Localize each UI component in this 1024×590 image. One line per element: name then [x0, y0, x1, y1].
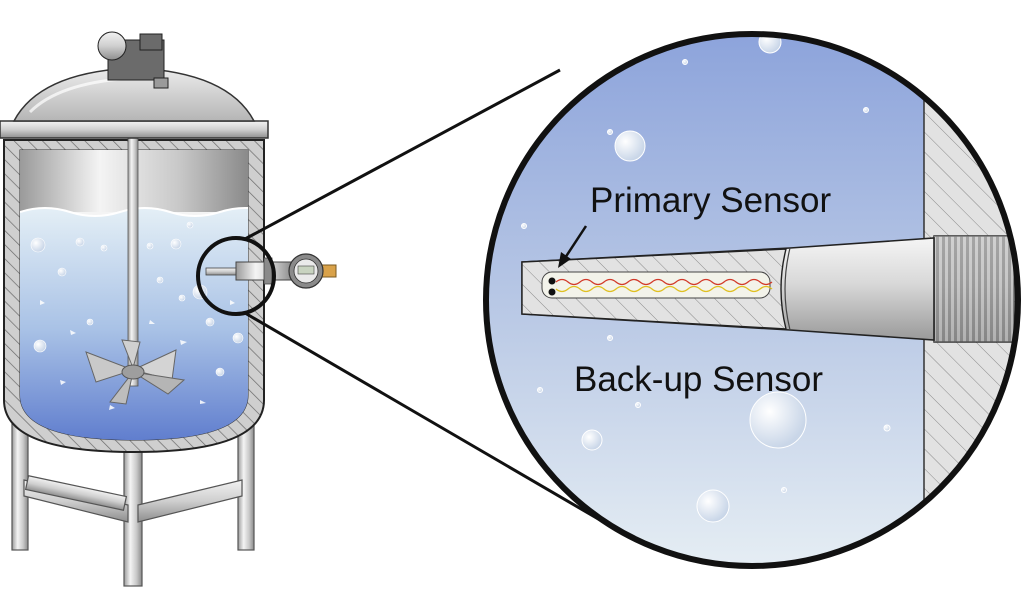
agitator [85, 95, 186, 405]
primary-sensor-arrow [558, 225, 588, 268]
tank-flange [0, 120, 269, 139]
agitator-motor [97, 31, 169, 89]
callout-lines [244, 68, 601, 522]
detail-callout-ring [196, 236, 276, 316]
primary-sensor-label: Primary Sensor [590, 181, 832, 220]
tank-liquid [20, 207, 248, 440]
zoomed-detail: Primary Sensor Back-up Sensor [483, 31, 1021, 569]
backup-sensor-dot [548, 288, 556, 296]
sensor-wire-yellow [555, 285, 773, 293]
primary-sensor-dot [548, 277, 556, 285]
mixing-tank [0, 31, 337, 587]
backup-sensor-label: Back-up Sensor [574, 360, 823, 399]
zoom-circle [483, 31, 1021, 569]
tank-legs [11, 389, 255, 587]
tank-side-sensor [205, 253, 337, 289]
sensor-wire-red [555, 278, 773, 286]
